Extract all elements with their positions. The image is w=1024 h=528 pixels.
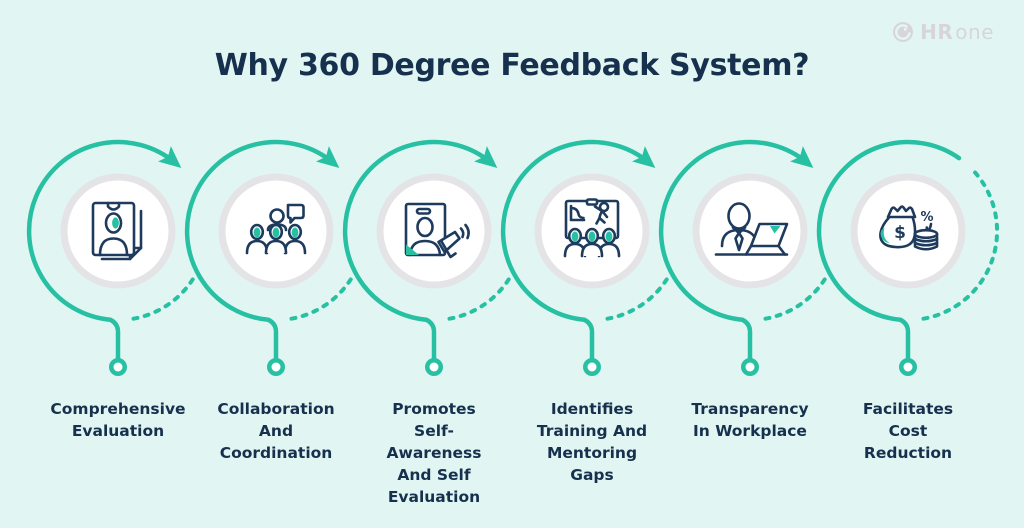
training-presentation-icon (563, 198, 621, 258)
step-6-label: Facilitates Cost Reduction (862, 400, 954, 462)
step-6-graphic: $ % (819, 142, 997, 374)
hrone-logo: HR one (892, 20, 994, 44)
team-discussion-icon (245, 203, 307, 255)
step-5-graphic (661, 142, 827, 374)
progress-ring (661, 142, 827, 374)
progress-ring (345, 142, 511, 374)
step-4-label: Identifies Training And Mentoring Gaps (536, 400, 648, 484)
progress-ring (187, 142, 353, 374)
hrone-swirl-icon (893, 22, 914, 42)
step-3-label: Promotes Self- Awareness And Self Evalua… (386, 400, 482, 506)
progress-ring (503, 142, 669, 374)
step-2-label: Collaboration And Coordination (217, 400, 335, 462)
step-1-label: Comprehensive Evaluation (50, 400, 186, 440)
step-5-label: Transparency In Workplace (691, 400, 809, 440)
person-laptop-icon (714, 202, 789, 256)
step-4-graphic (503, 142, 669, 374)
page-title: Why 360 Degree Feedback System? (214, 48, 810, 83)
step-3-graphic (345, 142, 511, 374)
step-1-graphic (29, 142, 195, 374)
svg-text:$: $ (894, 223, 906, 243)
money-bag-coins-icon: $ % (879, 205, 939, 251)
logo-text-light: one (955, 20, 994, 44)
step-2-graphic (187, 142, 353, 374)
svg-text:%: % (920, 210, 933, 225)
progress-ring (819, 142, 997, 374)
id-card-person-icon (91, 201, 143, 261)
logo-text-bold: HR (920, 20, 954, 44)
badge-megaphone-icon (404, 202, 470, 259)
